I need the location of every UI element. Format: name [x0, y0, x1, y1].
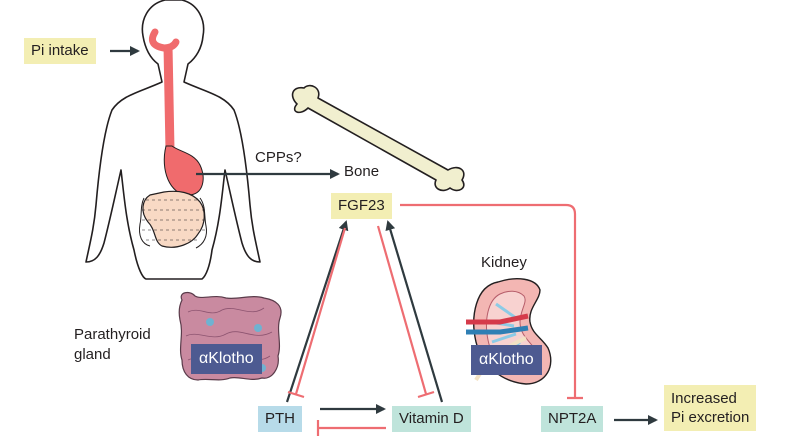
klotho-parathyroid-badge: αKlotho [191, 344, 262, 374]
inhibit-vitamin-d-to-pth [316, 420, 386, 436]
increased-excretion-line1: Increased [671, 390, 737, 407]
kidney-label: Kidney [481, 254, 527, 271]
pth-box: PTH [258, 406, 302, 432]
inhibitory-lines [287, 203, 583, 436]
bone-label: Bone [344, 163, 380, 180]
inhibit-fgf23-to-npt2a [400, 203, 583, 400]
arrow-vitamin-d-to-fgf23 [385, 220, 444, 403]
increased-excretion-line2: Pi excretion [671, 409, 750, 426]
parathyroid-label-line2: gland [74, 346, 111, 363]
digestive-tract [139, 28, 207, 249]
parathyroid-label-line1: Parathyroid [74, 326, 151, 343]
inhibit-fgf23-to-pth [287, 227, 347, 399]
inhibit-fgf23-to-vitamin-d [376, 225, 435, 399]
arrow-pth-to-fgf23 [285, 220, 349, 403]
stimulatory-arrows [110, 46, 658, 425]
increased-excretion-box: Increased Pi excretion [664, 385, 757, 431]
klotho-kidney-badge: αKlotho [471, 345, 542, 375]
fgf23-box: FGF23 [331, 193, 392, 219]
vitamin-d-box: Vitamin D [392, 406, 471, 432]
bone-illustration [291, 84, 465, 192]
npt2a-box: NPT2A [541, 406, 604, 432]
cpps-label: CPPs? [255, 149, 302, 166]
pi-intake-label: Pi intake [24, 38, 96, 64]
